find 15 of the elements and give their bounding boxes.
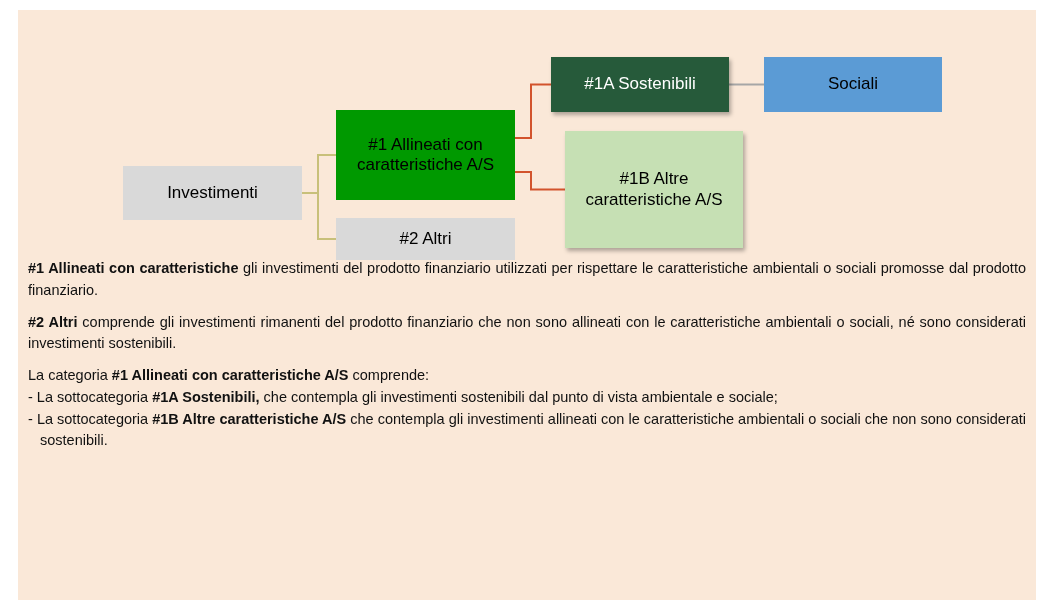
subcategory-box: Sociali (764, 57, 942, 112)
connector-line (514, 83, 552, 139)
connector-line (514, 171, 566, 191)
root-box: Investimenti (123, 166, 302, 220)
connector-line (301, 192, 337, 240)
subcategory-box: #1B Altre caratteristiche A/S (565, 131, 743, 248)
connector-line (728, 83, 765, 86)
description-paragraph: #2 Altri comprende gli investimenti rimanenti del prodotto finanziario che non sono allineati con le caratteristiche ambientali o sociali, né sono considerati investimenti sostenibili. (28, 312, 1026, 354)
category-box: #2 Altri (336, 218, 515, 260)
description-paragraph: La categoria #1 Allineati con caratteristiche A/S comprende: (28, 366, 431, 385)
category-box: #1 Allineati con caratteristiche A/S (336, 110, 515, 200)
description-paragraph: - La sottocategoria #1B Altre caratteristiche A/S che contempla gli investimenti allineati con le caratteristiche ambientali o sociali che non sono considerati sostenibili. (28, 409, 1026, 451)
description-paragraph: - La sottocategoria #1A Sostenibili, che contempla gli investimenti sostenibili dal punto di vista ambientale e sociale; (28, 387, 779, 407)
subcategory-box: #1A Sostenibili (551, 57, 729, 112)
description-paragraph: #1 Allineati con caratteristiche gli investimenti del prodotto finanziario utilizzati per rispettare le caratteristiche ambientali o sociali promosse dal prodotto finanziario. (28, 259, 1026, 300)
